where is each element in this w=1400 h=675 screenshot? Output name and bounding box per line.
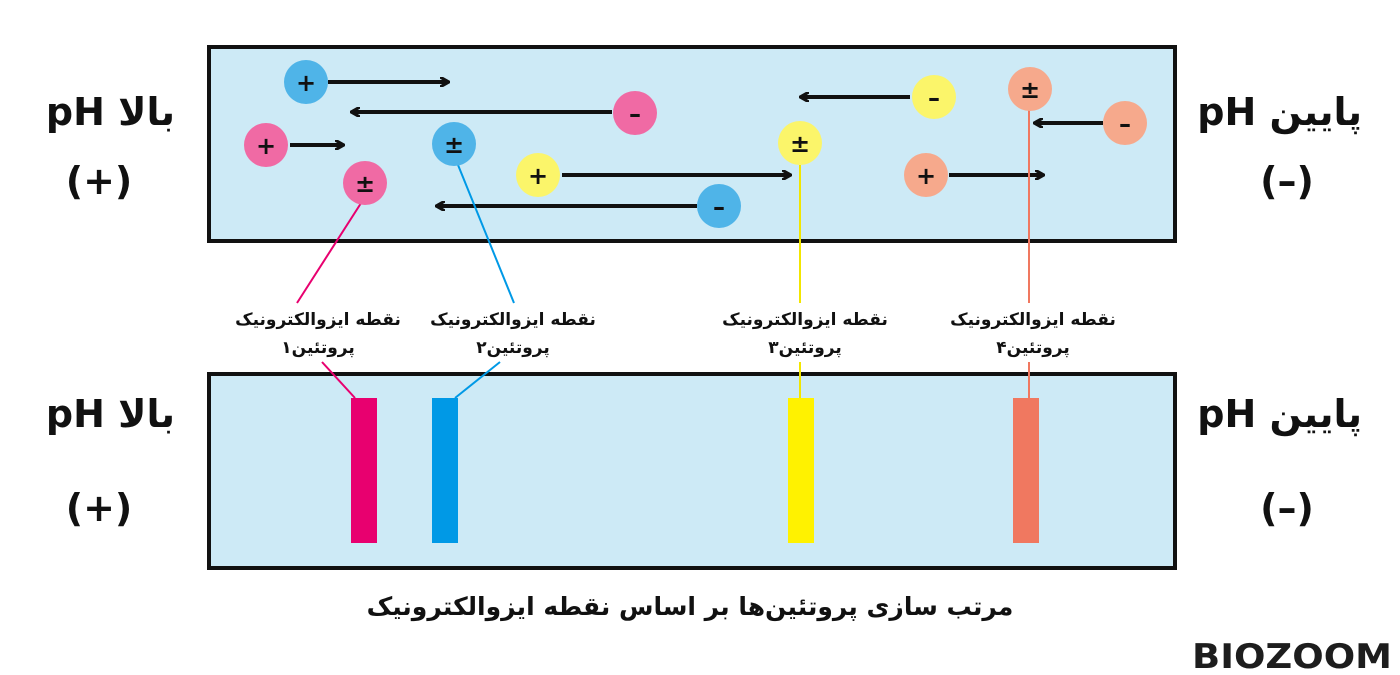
protein-3-label-line2: پروتئین۳ <box>768 338 841 358</box>
left-sign-top: (+) <box>66 159 133 203</box>
right-sign-bottom: (–) <box>1260 486 1314 530</box>
charge-minus-1: – <box>613 91 657 135</box>
charge-plus-1b: + <box>244 123 288 167</box>
protein-bands <box>351 398 1039 543</box>
svg-text:±: ± <box>355 170 375 198</box>
protein-annotations: نقطه ایزوالکترونیک پروتئین۱ نقطه ایزوالک… <box>235 310 1116 358</box>
right-ph-label-bottom: pH پایین <box>1197 392 1362 436</box>
charge-pm-2: ± <box>432 122 476 166</box>
connector-protein-1-top <box>296 199 364 304</box>
charge-minus-2: – <box>697 184 741 228</box>
protein-2-label-line1: نقطه ایزوالکترونیک <box>430 310 596 330</box>
charge-pm-3: ± <box>778 121 822 165</box>
band-protein-1 <box>351 398 377 543</box>
protein-1-label-line1: نقطه ایزوالکترونیک <box>235 310 401 330</box>
charge-plus-4: + <box>904 153 948 197</box>
svg-text:–: – <box>713 193 725 221</box>
protein-3-label-line1: نقطه ایزوالکترونیک <box>722 310 888 330</box>
band-protein-3 <box>788 398 814 543</box>
svg-text:±: ± <box>790 130 810 158</box>
diagram-caption: مرتب سازی پروتئین‌ها بر اساس نقطه ایزوال… <box>367 592 1014 622</box>
svg-text:–: – <box>928 84 940 112</box>
svg-text:+: + <box>256 132 276 160</box>
biozoom-logo: BIOZOOM <box>1192 637 1392 675</box>
svg-text:+: + <box>528 162 548 190</box>
migration-arrows <box>290 82 1103 206</box>
right-sign-top: (–) <box>1260 159 1314 203</box>
charge-minus-3: – <box>912 75 956 119</box>
charge-circles: + – + ± ± + – ± – ± – + <box>244 60 1147 228</box>
right-ph-label-top: pH پایین <box>1197 90 1362 134</box>
svg-text:±: ± <box>1020 76 1040 104</box>
left-sign-bottom: (+) <box>66 486 133 530</box>
svg-text:–: – <box>1119 110 1131 138</box>
band-protein-2 <box>432 398 458 543</box>
connector-protein-2-bottom <box>454 361 501 399</box>
left-ph-label-top: pH بالا <box>46 90 175 134</box>
connector-protein-2-top <box>455 159 515 304</box>
svg-text:±: ± <box>444 131 464 159</box>
protein-4-label-line1: نقطه ایزوالکترونیک <box>950 310 1116 330</box>
protein-4-label-line2: پروتئین۴ <box>996 338 1069 358</box>
svg-text:–: – <box>629 100 641 128</box>
charge-plus-1: + <box>284 60 328 104</box>
connector-protein-1-bottom <box>321 361 356 399</box>
charge-plus-3: + <box>516 153 560 197</box>
charge-pm-4: ± <box>1008 67 1052 111</box>
protein-2-label-line2: پروتئین۲ <box>476 338 549 358</box>
protein-1-label-line2: پروتئین۱ <box>281 338 354 358</box>
svg-text:+: + <box>296 69 316 97</box>
left-ph-label-bottom: pH بالا <box>46 392 175 436</box>
charge-pm-1: ± <box>343 161 387 205</box>
band-protein-4 <box>1013 398 1039 543</box>
svg-text:+: + <box>916 162 936 190</box>
charge-minus-4: – <box>1103 101 1147 145</box>
